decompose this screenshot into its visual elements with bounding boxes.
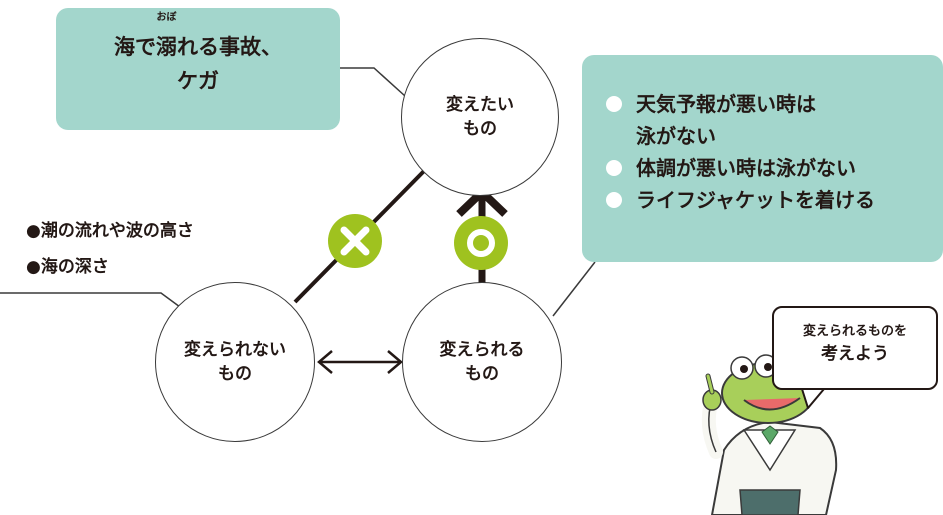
unchangeable-factors-list: ●潮の流れや波の高さ ●海の深さ xyxy=(26,213,194,285)
box-left-line1: 海でおぼ溺れる事故、 xyxy=(56,13,340,64)
action-item: 天気予報が悪い時は 泳がない xyxy=(606,88,943,152)
action-item-text: 天気予報が悪い時は 泳がない xyxy=(636,92,816,148)
action-item-text: ライフジャケットを着ける xyxy=(636,188,875,212)
bullet-dot-icon xyxy=(606,192,622,208)
changeable-actions-box: 天気予報が悪い時は 泳がない 体調が悪い時は泳がない ライフジャケットを着ける xyxy=(582,55,943,262)
action-item: ライフジャケットを着ける xyxy=(606,184,943,216)
ruby-reading: おぼ xyxy=(156,12,177,23)
speech-bubble-tail xyxy=(801,388,825,409)
ruby-base: 溺 xyxy=(156,35,177,59)
action-item: 体調が悪い時は泳がない xyxy=(606,152,943,184)
box-left-text-post: れる事故、 xyxy=(177,35,282,59)
frog-scientist-illustration xyxy=(701,354,838,515)
unchangeable-example-box: 海でおぼ溺れる事故、 ケガ xyxy=(56,8,340,130)
ruby-word: おぼ溺 xyxy=(156,13,177,64)
x-mark-icon xyxy=(328,214,382,268)
action-item-text: 体調が悪い時は泳がない xyxy=(636,156,856,180)
speech-bubble-line1: 変えられるものを xyxy=(802,324,907,339)
factor-item: ●海の深さ xyxy=(26,257,109,277)
box-left-line2: ケガ xyxy=(177,69,219,93)
double-arrow xyxy=(317,350,403,374)
circle-mark-icon xyxy=(454,216,508,270)
bullet-dot-icon xyxy=(606,96,622,112)
circle-can-change: 変えられる もの xyxy=(402,282,562,442)
circle-want-to-change: 変えたい もの xyxy=(401,38,559,196)
speech-bubble: 変えられるものを 考えよう xyxy=(772,306,938,390)
box-left-text-pre: 海で xyxy=(114,35,156,59)
bullet-dot-icon xyxy=(606,160,622,176)
leader-line-bottom-left xyxy=(0,292,181,308)
speech-bubble-line2: 考えよう xyxy=(821,344,889,364)
circle-cannot-change: 変えられない もの xyxy=(155,282,315,442)
leader-line-bottom-right xyxy=(552,261,596,317)
leader-line-top xyxy=(340,67,406,97)
factor-item: ●潮の流れや波の高さ xyxy=(26,221,194,241)
